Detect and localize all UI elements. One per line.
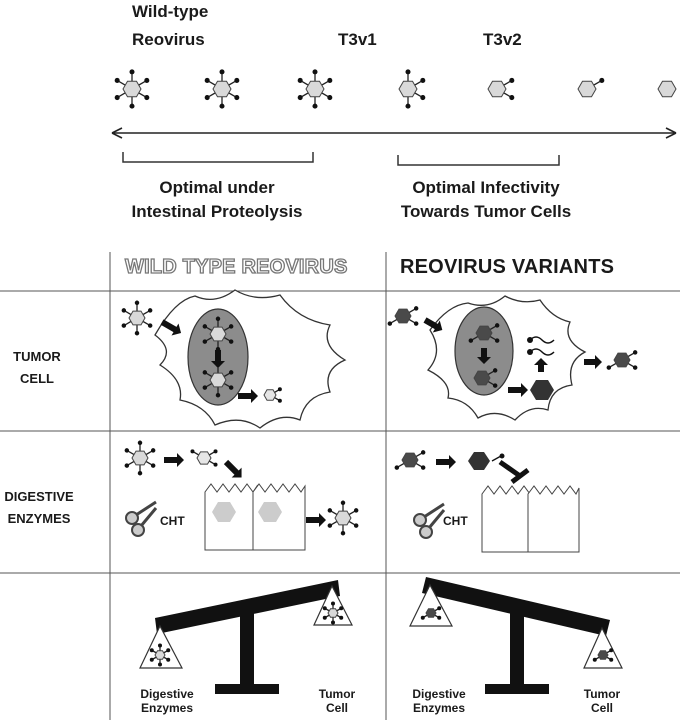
arrow-var-release — [584, 355, 602, 369]
arrow-wt-gut-2 — [223, 459, 242, 478]
arrow-wt-gut-3 — [306, 513, 326, 527]
row-label-tumor-cell: TUMOR CELL — [13, 349, 61, 386]
arrow-var-nucleus — [477, 348, 491, 364]
balance-wt — [139, 580, 353, 694]
bracket-left — [122, 152, 314, 163]
spectrum-virion-4 — [398, 69, 426, 109]
virion-wt-degraded — [263, 387, 282, 403]
arrow-wt-entry — [160, 319, 182, 336]
spectrum-virion-7 — [657, 80, 677, 98]
arrow-wt-exit — [238, 389, 258, 403]
virion-wt-gut-digested — [190, 449, 218, 467]
balance-var — [409, 577, 623, 694]
rna-strands — [529, 336, 555, 356]
row-label-digestive-enzymes: DIGESTIVE ENZYMES — [4, 489, 74, 526]
spectrum-virion-3 — [297, 69, 333, 109]
spectrum-virion-2 — [204, 69, 240, 109]
arrow-var-exit — [508, 383, 528, 397]
label-wild-type: Wild-type Reovirus — [132, 2, 209, 49]
spectrum-virion-6 — [577, 77, 605, 98]
virion-var-nucleus-bottom — [473, 368, 498, 388]
blocked-entry-symbol — [498, 459, 530, 484]
virion-inside-epithelium-1 — [212, 502, 236, 522]
column-header-variants: REOVIRUS VARIANTS — [400, 256, 615, 278]
label-optimal-proteolysis: Optimal under Intestinal Proteolysis — [131, 178, 303, 221]
arrow-wt-gut-1 — [164, 453, 184, 467]
virion-wt-gut-out — [327, 500, 359, 536]
arrow-wt-nucleus — [211, 350, 225, 368]
balance-virion-wt-tumor — [322, 601, 344, 625]
arrow-var-entry — [423, 317, 443, 333]
epithelium-var — [481, 485, 580, 553]
table-grid — [0, 252, 680, 720]
label-optimal-infectivity: Optimal Infectivity Towards Tumor Cells — [400, 178, 572, 221]
balance-virion-var-tumor — [592, 648, 614, 662]
label-cht-var: CHT — [443, 514, 468, 528]
virion-var-entering — [387, 306, 419, 326]
virion-wt-nucleus-top — [202, 316, 234, 352]
spectrum-virion-1 — [114, 69, 150, 109]
virion-var-gut — [394, 450, 426, 470]
virion-var-gut-digested — [468, 452, 490, 470]
label-cht-wt: CHT — [160, 514, 185, 528]
virion-wt-nucleus-bottom — [202, 362, 234, 398]
virion-inside-epithelium-2 — [258, 502, 282, 522]
balance-virion-wt-digestive — [149, 643, 171, 667]
arrow-var-assembly — [534, 358, 548, 372]
column-header-wild-type: WILD TYPE REOVIRUS — [124, 255, 348, 278]
balance-virion-var-digestive — [420, 606, 442, 620]
virion-var-assembled — [530, 380, 554, 400]
virion-wt-entering — [121, 300, 153, 336]
tumor-cell-wt — [154, 289, 347, 429]
virion-var-released — [606, 350, 638, 370]
label-t3v2: T3v2 — [483, 30, 522, 49]
bracket-right — [397, 155, 560, 166]
label-t3v1: T3v1 — [338, 30, 377, 49]
spectrum-virion-5 — [487, 77, 515, 101]
virion-wt-gut — [124, 440, 156, 476]
scissors-icon-wt — [125, 500, 158, 537]
arrow-var-gut — [436, 455, 456, 469]
virion-var-nucleus-top — [468, 323, 500, 343]
scissors-icon-var — [413, 502, 446, 539]
